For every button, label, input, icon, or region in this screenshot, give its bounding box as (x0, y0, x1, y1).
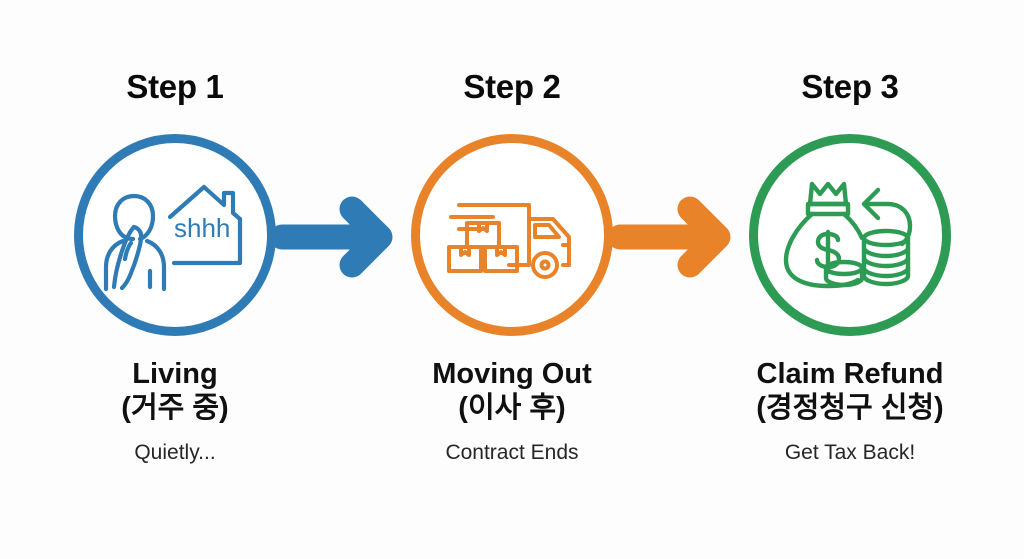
person-shushing-in-house-icon: shhh (100, 175, 250, 295)
step-2-subtitle: Contract Ends (445, 441, 579, 465)
step-2-group: Step 2 (362, 0, 662, 559)
step-2-labels: Moving Out (이사 후) Contract Ends (362, 358, 662, 465)
step-3-labels: Claim Refund (경정청구 신청) Get Tax Back! (700, 358, 1000, 465)
money-bag-with-return-arrow-and-coins-icon (782, 176, 918, 294)
step-2-heading: Step 2 (463, 68, 561, 105)
step-3-title-korean: (경정청구 신청) (756, 392, 944, 425)
step-1-labels: Living (거주 중) Quietly... (25, 358, 325, 465)
step-3-circle (749, 134, 951, 336)
step-1-title: Living (132, 358, 218, 390)
step-1-group: Step 1 (25, 0, 325, 559)
moving-truck-with-boxes-icon (437, 179, 587, 291)
step-3-subtitle: Get Tax Back! (784, 441, 916, 465)
step-1-heading: Step 1 (126, 68, 224, 105)
step-1-title-korean: (거주 중) (121, 392, 229, 425)
step-3-heading: Step 3 (801, 68, 899, 105)
step-2-circle (411, 134, 613, 336)
step-1-circle: shhh (74, 134, 276, 336)
step-3-group: Step 3 (700, 0, 1000, 559)
shhh-label: shhh (174, 213, 230, 243)
step-2-title: Moving Out (432, 358, 592, 390)
step-2-title-korean: (이사 후) (458, 392, 566, 425)
step-1-subtitle: Quietly... (134, 441, 216, 465)
arrow-step2-to-step3 (606, 193, 746, 281)
step-3-title: Claim Refund (756, 358, 944, 390)
arrow-step1-to-step2 (268, 193, 408, 281)
